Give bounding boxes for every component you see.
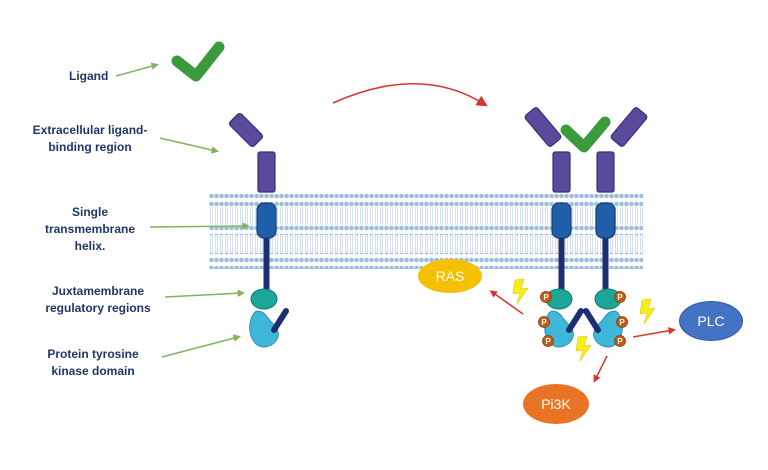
ligand-pointer [115,62,159,77]
activation-arrow [332,83,488,107]
ras-effector: RAS [418,259,482,293]
svg-text:P: P [541,318,547,327]
ras-signal-arrow [489,290,524,315]
pointer-arrows [115,62,250,358]
phosphate-group: P [538,316,550,328]
bound-ligand-checkmark-icon [560,116,611,153]
lightning-icon [639,298,656,325]
svg-text:P: P [543,293,549,302]
phosphate-group: P [616,316,628,328]
transmembrane-helix [256,202,277,239]
svg-text:P: P [617,337,623,346]
phosphate-group: P [542,335,554,347]
left-extracellular-domain [524,107,562,147]
kinase-tail [271,308,289,333]
left-transmembrane-helix [551,202,572,239]
extracellular-region-label: Extracellular ligand- binding region [32,123,148,154]
juxtamembrane-label: Juxtamembrane regulatory regions [45,284,151,315]
svg-text:P: P [619,318,625,327]
cell-membrane [209,194,643,269]
inactive-receptor [228,112,289,348]
kinase-pointer [161,334,241,358]
extracellular-pointer [159,137,219,154]
ligand-checkmark-icon [171,41,225,82]
pi3k-effector: Pi3K [523,384,589,424]
ligand-label: Ligand [69,69,109,83]
left-extracellular-stalk [552,151,571,193]
lightning-icon [575,335,592,362]
lightning-icon [512,278,529,305]
pi3k-signal-arrow [593,355,608,383]
phosphate-group: P [614,291,626,303]
transmembrane-pointer [149,222,250,230]
phosphate-groups: P P P P P P [538,291,628,347]
right-extracellular-stalk [596,151,615,193]
juxtamembrane-pointer [164,289,245,298]
right-transmembrane-helix [595,202,616,239]
transmembrane-helix-label: Single transmembrane helix. [44,205,136,253]
svg-text:P: P [617,293,623,302]
kinase-domain [249,310,279,348]
signaling-arrows [489,290,676,383]
extracellular-domain [228,112,264,148]
right-extracellular-domain [610,107,648,147]
juxtamembrane-domain [250,288,278,310]
phosphate-group: P [614,335,626,347]
phosphate-group: P [540,291,552,303]
kinase-domain-label: Protein tyrosine kinase domain [47,347,139,378]
plc-signal-arrow [632,327,676,338]
activation-sparks [512,278,656,362]
extracellular-stalk [257,151,276,193]
svg-text:P: P [545,337,551,346]
plc-effector: PLC [679,301,743,341]
